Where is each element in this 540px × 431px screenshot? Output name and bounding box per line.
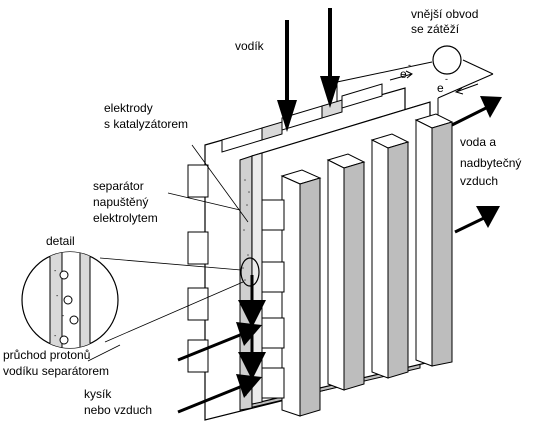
svg-text:-: - (54, 333, 57, 340)
label-separator-3: elektrolytem (93, 211, 158, 225)
water-arrows (451, 96, 502, 234)
label-electron-top: e (400, 67, 407, 81)
detail-inset: - - - - (21, 251, 119, 349)
detail-marker (240, 257, 260, 287)
svg-text:-: - (56, 293, 59, 300)
svg-text:-: - (54, 268, 57, 275)
label-water-2: nadbytečný (460, 156, 521, 170)
electron-flow-arrow-top (389, 70, 413, 81)
label-proton-2: vodíku separátorem (3, 364, 109, 378)
label-detail: detail (46, 234, 75, 248)
label-electron-bottom: e (437, 81, 444, 95)
external-circuit (336, 45, 494, 120)
electron-flow-arrow-bottom (454, 83, 479, 95)
front-ribs (261, 113, 454, 417)
label-electron-bottom-charge: - (445, 74, 448, 84)
label-oxygen-1: kysík (84, 387, 112, 401)
oxygen-arrows (177, 275, 266, 414)
label-water-3: vzduch (460, 174, 498, 188)
label-separator-2: napuštěný (93, 195, 148, 209)
label-hydrogen: vodík (235, 39, 265, 53)
label-proton-1: průchod protonů (3, 348, 90, 362)
label-electrodes-2: s katalyzátorem (104, 117, 188, 131)
label-water-1: voda a (460, 135, 496, 149)
label-external-circuit-1: vnější obvod (411, 7, 478, 21)
load-resistor (432, 45, 462, 75)
label-separator-1: separátor (93, 179, 144, 193)
label-electrodes-1: elektrody (104, 101, 153, 115)
leader-lines (87, 144, 249, 362)
label-external-circuit-2: se zátěží (411, 22, 460, 36)
hydrogen-arrows (277, 8, 340, 132)
svg-text:-: - (62, 313, 65, 320)
label-oxygen-2: nebo vzduch (84, 403, 152, 417)
label-electron-top-charge: - (408, 60, 411, 70)
